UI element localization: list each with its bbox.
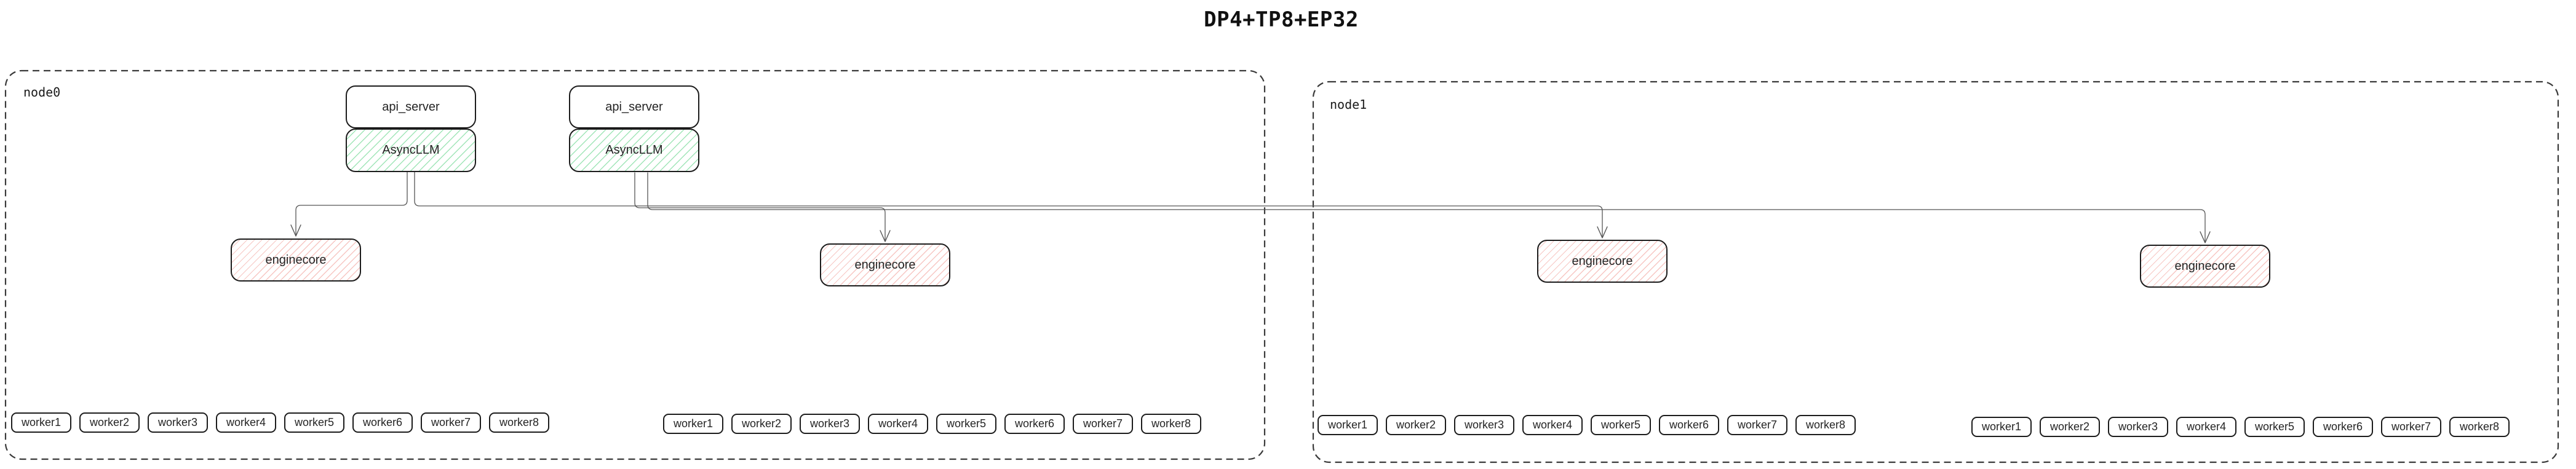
worker-box: worker3 xyxy=(800,414,860,434)
worker-row-node1-2: worker1 worker2 worker3 worker4 worker5 worke… xyxy=(1971,417,2510,437)
edge-asyncllm2-enginecore2 xyxy=(634,172,886,242)
edge-asyncllm1-enginecore3 xyxy=(414,171,1603,238)
worker-row-node0-1: worker1 worker2 worker3 worker4 worker5 worke… xyxy=(11,412,549,433)
worker-box: worker7 xyxy=(421,412,481,433)
worker-box: worker2 xyxy=(79,412,140,433)
worker-box: worker1 xyxy=(1318,415,1378,435)
worker-box: worker2 xyxy=(2040,417,2100,437)
worker-box: worker7 xyxy=(1073,414,1133,434)
worker-box: worker8 xyxy=(1141,414,1201,434)
enginecore-box-2: enginecore xyxy=(820,243,950,286)
worker-box: worker5 xyxy=(1591,415,1651,435)
edge-asyncllm2-enginecore4 xyxy=(647,172,2206,243)
worker-box: worker6 xyxy=(352,412,413,433)
worker-box: worker3 xyxy=(1454,415,1514,435)
worker-box: worker7 xyxy=(1727,415,1787,435)
worker-box: worker1 xyxy=(1971,417,2032,437)
api-server-box-2: api_server xyxy=(569,85,699,128)
worker-box: worker1 xyxy=(11,412,71,433)
worker-box: worker6 xyxy=(2313,417,2373,437)
arrowhead-enginecore4 xyxy=(2200,231,2211,243)
worker-box: worker2 xyxy=(731,414,792,434)
worker-box: worker5 xyxy=(284,412,344,433)
worker-box: worker8 xyxy=(2449,417,2510,437)
enginecore-box-1: enginecore xyxy=(231,238,361,282)
worker-row-node0-2: worker1 worker2 worker3 worker4 worker5 worke… xyxy=(663,414,1201,434)
edge-asyncllm1-enginecore1 xyxy=(295,171,408,236)
worker-box: worker4 xyxy=(1522,415,1583,435)
arrowhead-enginecore1 xyxy=(290,224,301,237)
worker-box: worker8 xyxy=(1795,415,1856,435)
worker-box: worker6 xyxy=(1004,414,1065,434)
enginecore-box-4: enginecore xyxy=(2140,245,2270,288)
worker-box: worker5 xyxy=(936,414,996,434)
worker-box: worker8 xyxy=(489,412,549,433)
worker-box: worker5 xyxy=(2244,417,2305,437)
node1-label: node1 xyxy=(1330,97,1367,112)
node0-label: node0 xyxy=(23,85,61,100)
worker-box: worker6 xyxy=(1659,415,1719,435)
node1-border xyxy=(1312,81,2559,463)
worker-box: worker1 xyxy=(663,414,723,434)
diagram-title: DP4+TP8+EP32 xyxy=(1204,7,1359,32)
worker-box: worker4 xyxy=(216,412,276,433)
asyncllm-box-1: AsyncLLM xyxy=(346,128,476,172)
worker-box: worker4 xyxy=(868,414,928,434)
worker-box: worker3 xyxy=(2108,417,2168,437)
worker-box: worker4 xyxy=(2176,417,2236,437)
worker-box: worker2 xyxy=(1386,415,1446,435)
enginecore-box-3: enginecore xyxy=(1537,240,1668,283)
arrowhead-enginecore2 xyxy=(880,230,891,242)
arrowhead-enginecore3 xyxy=(1597,226,1608,238)
worker-row-node1-1: worker1 worker2 worker3 worker4 worker5 worke… xyxy=(1318,415,1856,435)
worker-box: worker3 xyxy=(148,412,208,433)
asyncllm-box-2: AsyncLLM xyxy=(569,128,699,172)
api-server-box-1: api_server xyxy=(346,85,476,128)
worker-box: worker7 xyxy=(2381,417,2441,437)
